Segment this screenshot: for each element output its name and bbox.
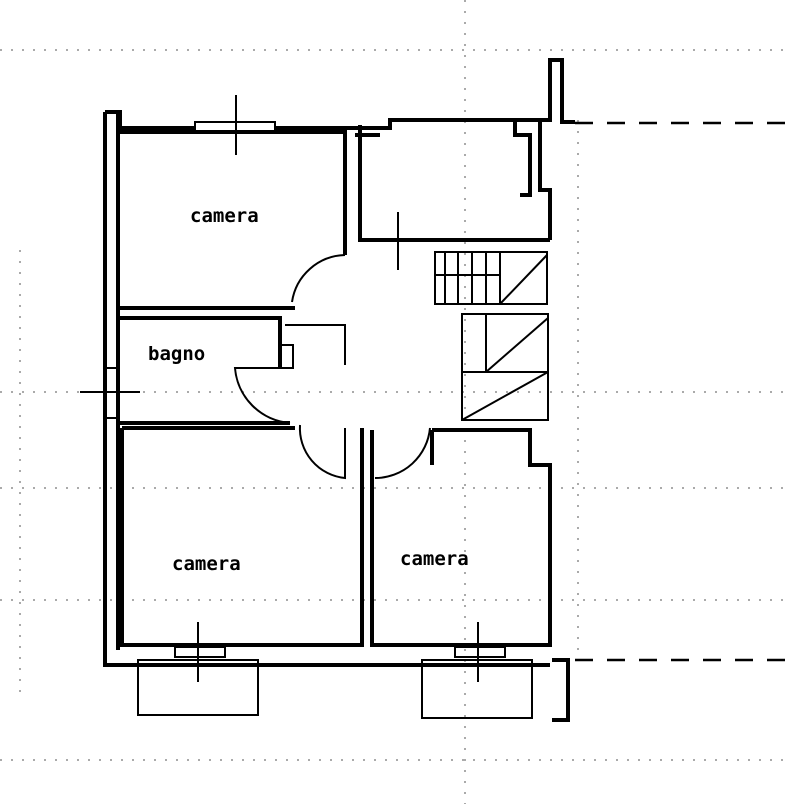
label-camera-bottom-right: camera [400,548,469,570]
label-camera-top-left: camera [190,205,259,227]
balcony-right [421,659,533,719]
room-bagno [118,316,290,425]
label-bagno: bagno [148,343,205,365]
staircase [434,251,549,421]
room-camera-bottom-right [370,428,552,647]
balcony-left [137,659,259,716]
window-bagno [105,367,119,419]
door-swings [233,254,431,480]
room-storage [355,125,550,242]
label-camera-bottom-left: camera [172,553,241,575]
room-camera-top-left [118,130,347,310]
room-camera-bottom-left [120,426,364,647]
